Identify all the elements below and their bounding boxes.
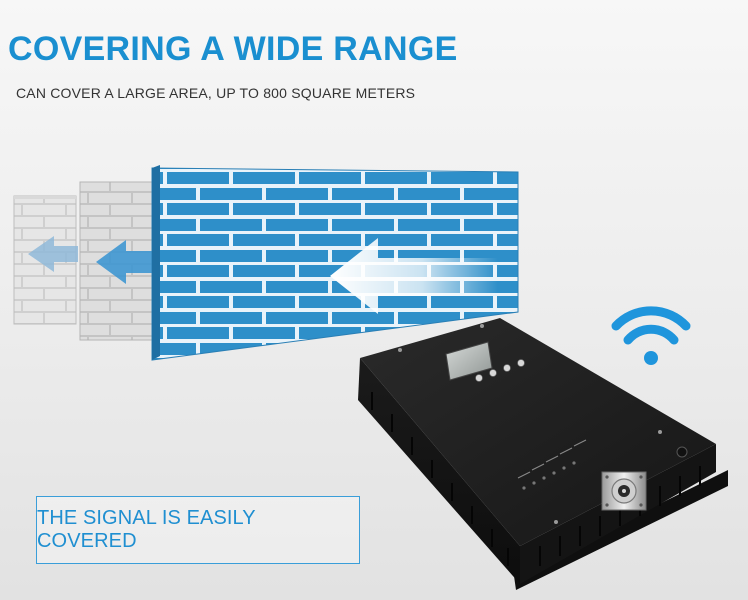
power-port <box>676 446 688 458</box>
brick-wall-front <box>151 165 519 361</box>
signal-arrow-small <box>28 236 152 284</box>
n-type-connector <box>601 471 647 511</box>
caption-box: THE SIGNAL IS EASILY COVERED <box>36 496 360 564</box>
page-subtitle: CAN COVER A LARGE AREA, UP TO 800 SQUARE… <box>16 85 416 101</box>
signal-arrow <box>330 238 498 314</box>
signal-booster-device <box>358 318 728 590</box>
page-title: COVERING A WIDE RANGE <box>8 30 458 68</box>
wifi-icon <box>611 306 691 365</box>
caption-text: THE SIGNAL IS EASILY COVERED <box>37 507 256 552</box>
control-buttons <box>475 359 525 382</box>
lcd-screen <box>445 341 493 381</box>
